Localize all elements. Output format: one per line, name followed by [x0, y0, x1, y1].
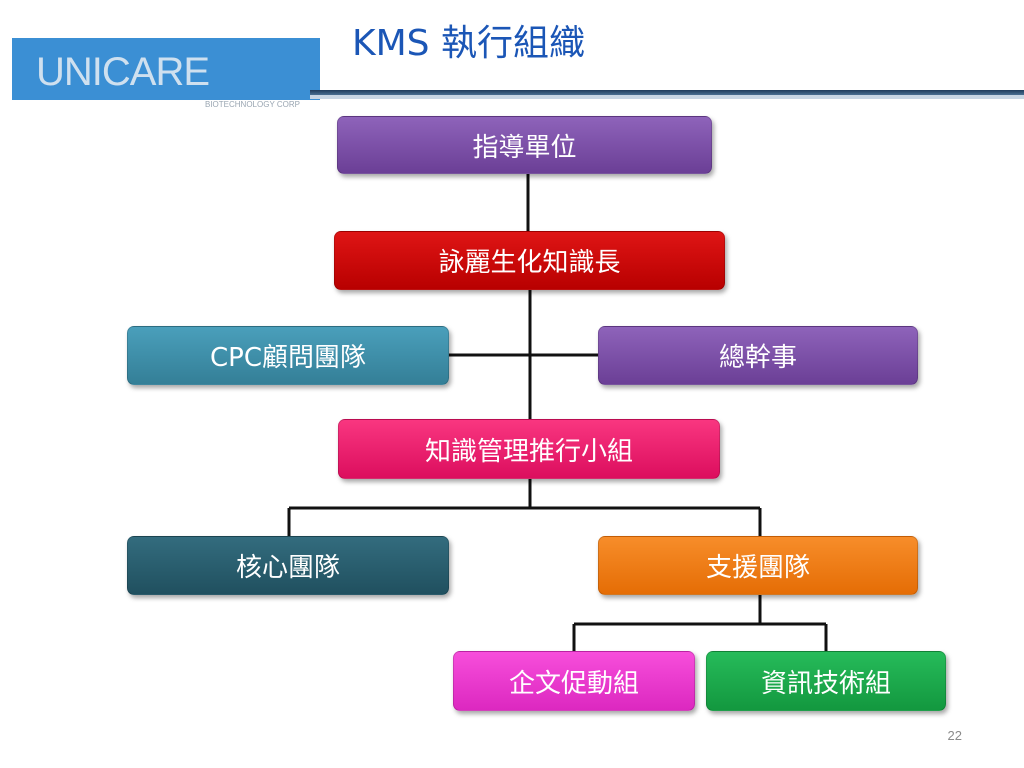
box-culture-group: 企文促動組: [453, 651, 695, 711]
title-rule: [310, 90, 1024, 95]
page-number: 22: [947, 728, 962, 743]
company-logo: UNICARE: [36, 50, 210, 94]
logo-background: [12, 38, 320, 100]
slide-title: KMS 執行組織: [352, 23, 585, 64]
box-cko: 詠麗生化知識長: [334, 231, 725, 290]
company-logo-subtext: BIOTECHNOLOGY CORP: [205, 100, 300, 109]
title-rule-highlight: [310, 95, 1024, 99]
box-it-group: 資訊技術組: [706, 651, 946, 711]
box-support-team: 支援團隊: [598, 536, 918, 595]
box-promotion-group: 知識管理推行小組: [338, 419, 720, 479]
box-advisor: 指導單位: [337, 116, 712, 174]
box-secretary-general: 總幹事: [598, 326, 918, 385]
box-core-team: 核心團隊: [127, 536, 449, 595]
box-consultant-team: CPC顧問團隊: [127, 326, 449, 385]
